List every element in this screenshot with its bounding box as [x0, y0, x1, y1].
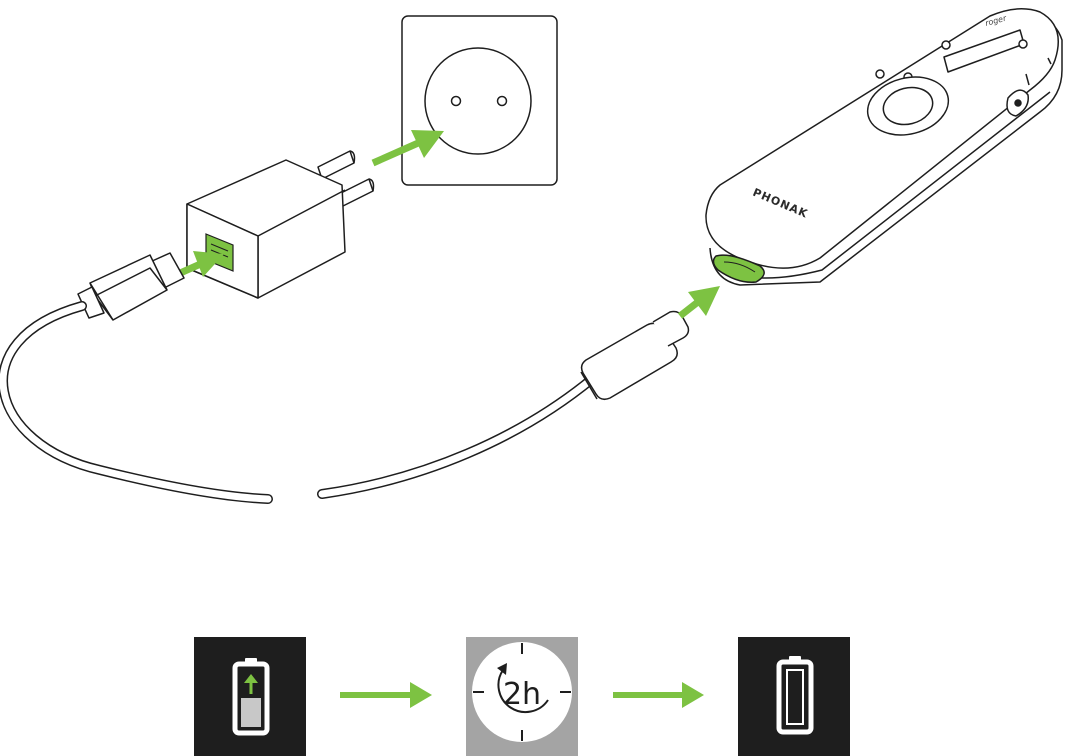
wall-socket	[401, 15, 558, 186]
charging-cable	[0, 301, 603, 504]
usb-a-plug	[77, 252, 185, 321]
device-usbc-port	[712, 254, 765, 283]
phonak-roger-device	[705, 8, 1063, 286]
full-battery-panel	[738, 637, 850, 756]
step-arrow-2	[613, 682, 704, 708]
charging-battery-icon	[232, 658, 270, 736]
plug-to-socket-arrow	[371, 130, 444, 167]
socket-hole-left	[450, 95, 462, 107]
clock-icon	[473, 643, 571, 741]
full-battery-icon	[776, 656, 814, 735]
step-arrow-1	[340, 682, 432, 708]
charging-battery-panel	[194, 637, 306, 756]
wall-charger	[186, 150, 375, 299]
socket-hole-right	[496, 95, 508, 107]
usb-c-plug	[580, 310, 690, 401]
cable-to-charger-arrow	[176, 251, 224, 278]
charge-duration-label: 2h	[503, 677, 541, 712]
charge-time-panel: 2h	[466, 637, 578, 756]
usbc-to-device-arrow	[677, 286, 720, 319]
